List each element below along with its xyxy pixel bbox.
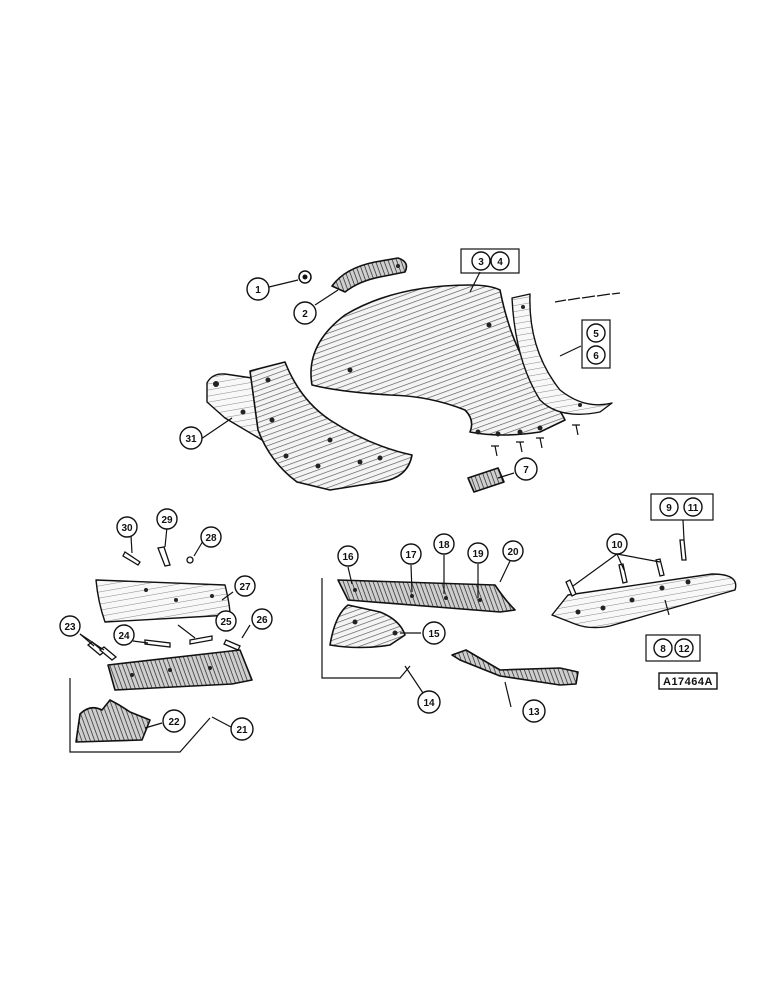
svg-text:28: 28 [205,533,217,544]
callout-15: 15 [422,621,446,645]
share-bolts [565,539,687,597]
svg-text:2: 2 [302,309,308,320]
part-15-bracket [329,604,406,649]
svg-text:7: 7 [523,465,529,476]
callout-17: 17 [400,543,422,565]
callout-16: 16 [337,545,359,567]
callout-8: 8 [653,638,673,658]
part-21-landside [107,649,253,691]
callout-20: 20 [502,540,524,562]
callout-7: 7 [514,457,538,481]
svg-text:20: 20 [507,547,519,558]
svg-text:27: 27 [239,582,251,593]
callout-6: 6 [586,345,606,365]
svg-text:29: 29 [161,515,173,526]
svg-text:13: 13 [528,707,540,718]
extension-bolts [554,292,621,303]
svg-text:23: 23 [64,622,76,633]
landside-bolts [86,546,241,661]
part-1-nut [298,270,312,284]
svg-text:1: 1 [255,285,261,296]
svg-text:A17464A: A17464A [663,676,713,688]
svg-text:15: 15 [428,629,440,640]
part-27-plate [95,579,231,623]
callout-27: 27 [234,575,256,597]
callout-24: 24 [113,624,135,646]
svg-text:21: 21 [236,725,248,736]
callout-21: 21 [230,717,254,741]
part-5-6-extension [511,293,613,415]
svg-text:3: 3 [478,257,484,268]
part-2-brace [331,257,408,293]
part-8-12-share [551,573,737,629]
callout-19: 19 [467,542,489,564]
callout-23: 23 [59,615,81,637]
svg-text:6: 6 [593,351,599,362]
callout-28: 28 [200,526,222,548]
svg-text:8: 8 [660,644,666,655]
svg-text:26: 26 [256,615,268,626]
moldboard-bolts [491,424,580,457]
svg-text:5: 5 [593,329,599,340]
drawing-id-label: A17464A [658,672,718,690]
part-7-plate [467,467,505,493]
svg-text:4: 4 [497,257,503,268]
part-22-heel [75,699,151,743]
leader-lines [79,271,685,729]
brackets [69,248,714,753]
svg-text:18: 18 [438,540,450,551]
svg-text:25: 25 [220,617,232,628]
callout-10: 10 [606,533,628,555]
svg-text:10: 10 [611,540,623,551]
part-31-shin-plate [206,361,413,491]
part-16-20-frog-plate [337,579,516,613]
callout-12: 12 [674,638,694,658]
svg-text:30: 30 [121,523,133,534]
svg-text:31: 31 [185,434,197,445]
svg-text:22: 22 [168,717,180,728]
svg-text:12: 12 [678,644,690,655]
svg-text:19: 19 [472,549,484,560]
callout-26: 26 [251,608,273,630]
svg-text:16: 16 [342,552,354,563]
callout-5: 5 [586,323,606,343]
callout-1: 1 [246,277,270,301]
svg-text:9: 9 [666,503,672,514]
callout-9: 9 [659,497,679,517]
callout-13: 13 [522,699,546,723]
callout-2: 2 [293,301,317,325]
callout-22: 22 [162,709,186,733]
callout-31: 31 [179,426,203,450]
callout-18: 18 [433,533,455,555]
svg-text:24: 24 [118,631,130,642]
callout-14: 14 [417,690,441,714]
callout-25: 25 [215,610,237,632]
svg-text:17: 17 [405,550,417,561]
callout-4: 4 [490,251,510,271]
callout-11: 11 [683,497,703,517]
callout-3: 3 [471,251,491,271]
part-13-brace [451,649,579,686]
callout-30: 30 [116,516,138,538]
svg-text:11: 11 [688,503,699,514]
callout-29: 29 [156,508,178,530]
svg-text:14: 14 [423,698,435,709]
